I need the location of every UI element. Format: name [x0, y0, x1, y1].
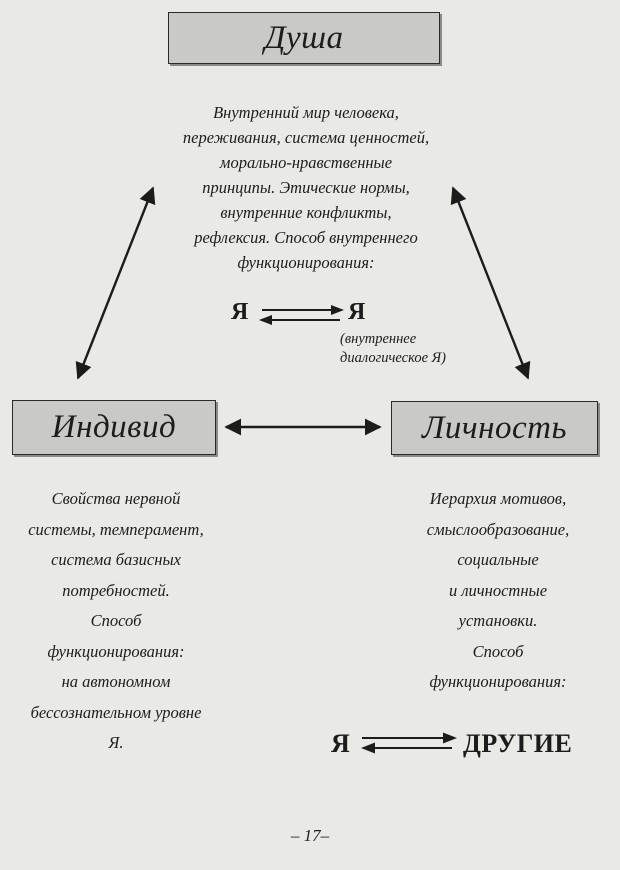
soul-line: внутренние конфликты, [220, 203, 392, 222]
lichnost-line: социальные [457, 550, 539, 569]
lichnost-formula-left: Я [331, 729, 350, 758]
arrow-soul-lichnost [450, 186, 531, 380]
individ-line: бессознательном уровне [30, 702, 202, 722]
individ-line: системы, темперамент, [28, 519, 204, 539]
soul-note-line: диалогическое Я) [340, 350, 446, 366]
lichnost-line: функционирования: [429, 672, 567, 691]
lichnost-line: и личностные [448, 580, 548, 600]
soul-note-line: (внутреннее [340, 331, 417, 347]
individ-line: Свойства нервной [51, 489, 181, 508]
soul-formula-left: Я [231, 299, 249, 325]
soul-description: Внутренний мир человека, переживания, си… [128, 100, 484, 275]
individ-line: система базисных [51, 550, 181, 569]
lichnost-formula-right: ДРУГИЕ [463, 729, 573, 758]
lichnost-line: Иерархия мотивов, [429, 489, 567, 508]
soul-formula-right: Я [348, 299, 366, 325]
individ-line: функционирования: [47, 641, 185, 661]
soul-formula-arrows [259, 305, 344, 325]
individ-line: на автономном [61, 672, 171, 691]
individ-line: Способ [90, 611, 142, 630]
soul-line: Внутренний мир человека, [213, 103, 399, 122]
individ-description: Свойства нервной системы, темперамент, с… [0, 484, 232, 759]
node-lichnost: Личность [391, 401, 598, 455]
arrow-soul-individ [75, 186, 156, 380]
soul-line: принципы. Этические нормы, [202, 178, 410, 197]
soul-line: переживания, система ценностей, [182, 128, 430, 147]
node-soul-title: Душа [264, 19, 344, 56]
node-individ: Индивид [12, 400, 216, 455]
lichnost-line: установки. [458, 611, 538, 630]
page-number: – 17– [290, 826, 330, 845]
node-individ-title: Индивид [51, 409, 177, 445]
soul-line: морально-нравственные [219, 153, 393, 172]
lichnost-line: смыслообразование, [426, 519, 570, 539]
individ-line: Я. [108, 733, 124, 752]
soul-formula-note: (внутреннее диалогическое Я) [340, 330, 500, 368]
soul-line: рефлексия. Способ внутреннего [194, 228, 418, 247]
node-soul: Душа [168, 12, 440, 64]
lichnost-description: Иерархия мотивов, смыслообразование, соц… [388, 484, 608, 698]
lichnost-line: Способ [472, 641, 524, 661]
lichnost-formula-arrows [361, 732, 457, 754]
soul-line: функционирования: [237, 253, 375, 272]
individ-line: потребностей. [62, 580, 170, 600]
node-lichnost-title: Личность [422, 409, 567, 446]
